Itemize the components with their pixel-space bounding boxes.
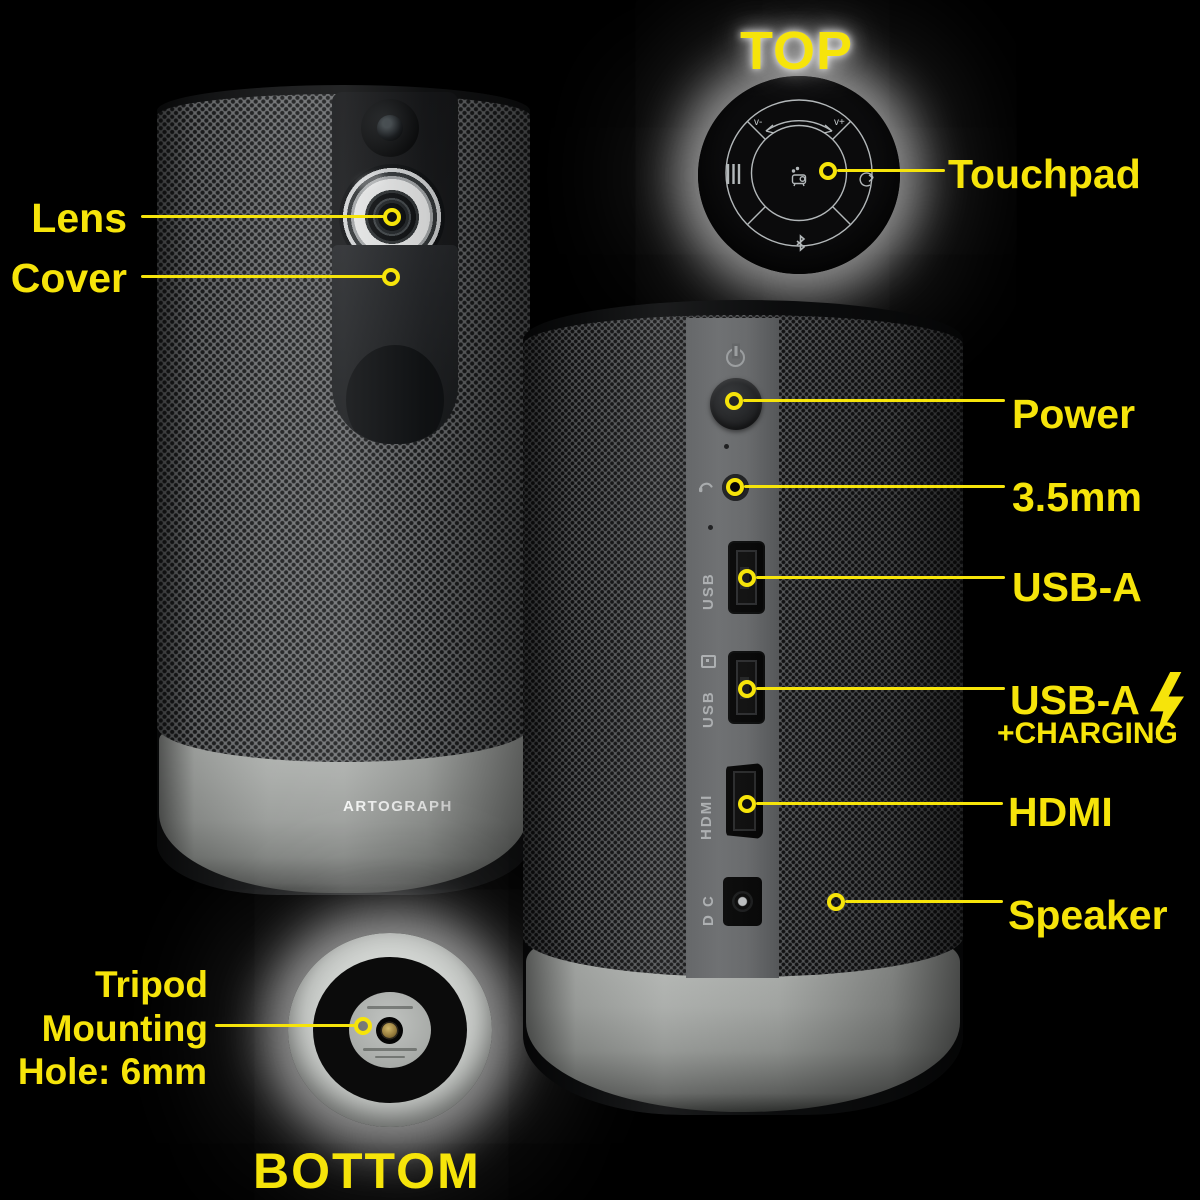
callout-line-hdmi: [756, 802, 1003, 805]
callout-dot-tripod: [354, 1017, 372, 1035]
back-port-panel: USB USB HDMI D C: [686, 318, 779, 978]
lens-cover-recess: [346, 345, 444, 444]
callout-dot-jack: [726, 478, 744, 496]
headphone-icon: [699, 482, 713, 493]
volume-arc-icon: [765, 119, 833, 132]
top-view-touchpad: v- v+: [698, 76, 900, 274]
tripod-screw-thread: [382, 1023, 397, 1038]
callout-dot-lens: [383, 208, 401, 226]
label-tripod-line3: Hole: 6mm: [17, 1051, 207, 1092]
touchpad-inner-ring: [750, 124, 848, 222]
callout-dot-speaker: [827, 893, 845, 911]
callout-line-lens: [141, 215, 384, 218]
callout-line-touchpad: [837, 169, 945, 172]
touchpad-outer-ring: [725, 99, 873, 247]
callout-dot-touchpad: [819, 162, 837, 180]
back-arrow-icon: [859, 172, 874, 187]
callout-dot-cover: [382, 268, 400, 286]
hdmi-port-marking: HDMI: [698, 793, 715, 840]
touchpad-markings: v- v+: [725, 99, 874, 252]
label-cover: Cover: [10, 255, 127, 301]
projector-icon: [791, 166, 807, 187]
menu-icon: [726, 164, 741, 184]
label-tripod-line1: Tripod: [94, 964, 208, 1005]
callout-dot-usb: [738, 569, 756, 587]
label-lens: Lens: [31, 195, 127, 241]
label-usb-charging-sub: +CHARGING: [997, 717, 1178, 750]
usb-charging-port-marking: USB: [700, 690, 717, 728]
mic-hole: [708, 525, 713, 530]
label-power: Power: [1012, 391, 1136, 437]
lightning-bolt-icon: [1150, 672, 1184, 740]
brand-logo: ARTOGRAPH: [343, 798, 453, 815]
callout-dot-hdmi: [738, 795, 756, 813]
callout-dot-power: [725, 392, 743, 410]
bottom-view-heading: BOTTOM: [253, 1143, 481, 1199]
lens-cover: [332, 245, 458, 444]
callout-dot-usb-charging: [738, 680, 756, 698]
callout-line-usb: [756, 576, 1005, 579]
volume-down-marking: v-: [754, 117, 762, 128]
top-view-heading: TOP: [740, 21, 854, 81]
camera-icon: [361, 99, 419, 157]
label-speaker: Speaker: [1008, 892, 1168, 938]
callout-line-cover: [141, 275, 383, 278]
label-tripod-line2: Mounting: [41, 1008, 208, 1049]
label-usb-charging: USB-A: [1010, 677, 1140, 723]
reset-hole: [724, 444, 729, 449]
callout-line-usb-charging: [756, 687, 1005, 690]
callout-line-jack: [744, 485, 1005, 488]
label-usb: USB-A: [1012, 564, 1142, 610]
projector-front-view: ARTOGRAPH: [157, 85, 530, 895]
label-jack: 3.5mm: [1012, 474, 1142, 520]
power-icon: [726, 348, 745, 367]
callout-line-tripod: [215, 1024, 355, 1027]
volume-up-marking: v+: [834, 117, 845, 128]
bottom-view-disc: [288, 933, 492, 1127]
projector-back-view: USB USB HDMI D C: [523, 300, 963, 1115]
usb-port-marking: USB: [700, 572, 717, 610]
callout-line-power: [743, 399, 1005, 402]
charging-box-icon: [701, 655, 716, 668]
camera-lens: [377, 115, 403, 141]
front-lens-strip: [332, 92, 458, 444]
label-hdmi: HDMI: [1008, 789, 1113, 835]
callout-line-speaker: [845, 900, 1003, 903]
label-touchpad: Touchpad: [948, 151, 1141, 197]
bluetooth-icon: [796, 234, 806, 252]
dc-power-port: [723, 877, 762, 926]
dc-port-marking: D C: [700, 894, 717, 926]
